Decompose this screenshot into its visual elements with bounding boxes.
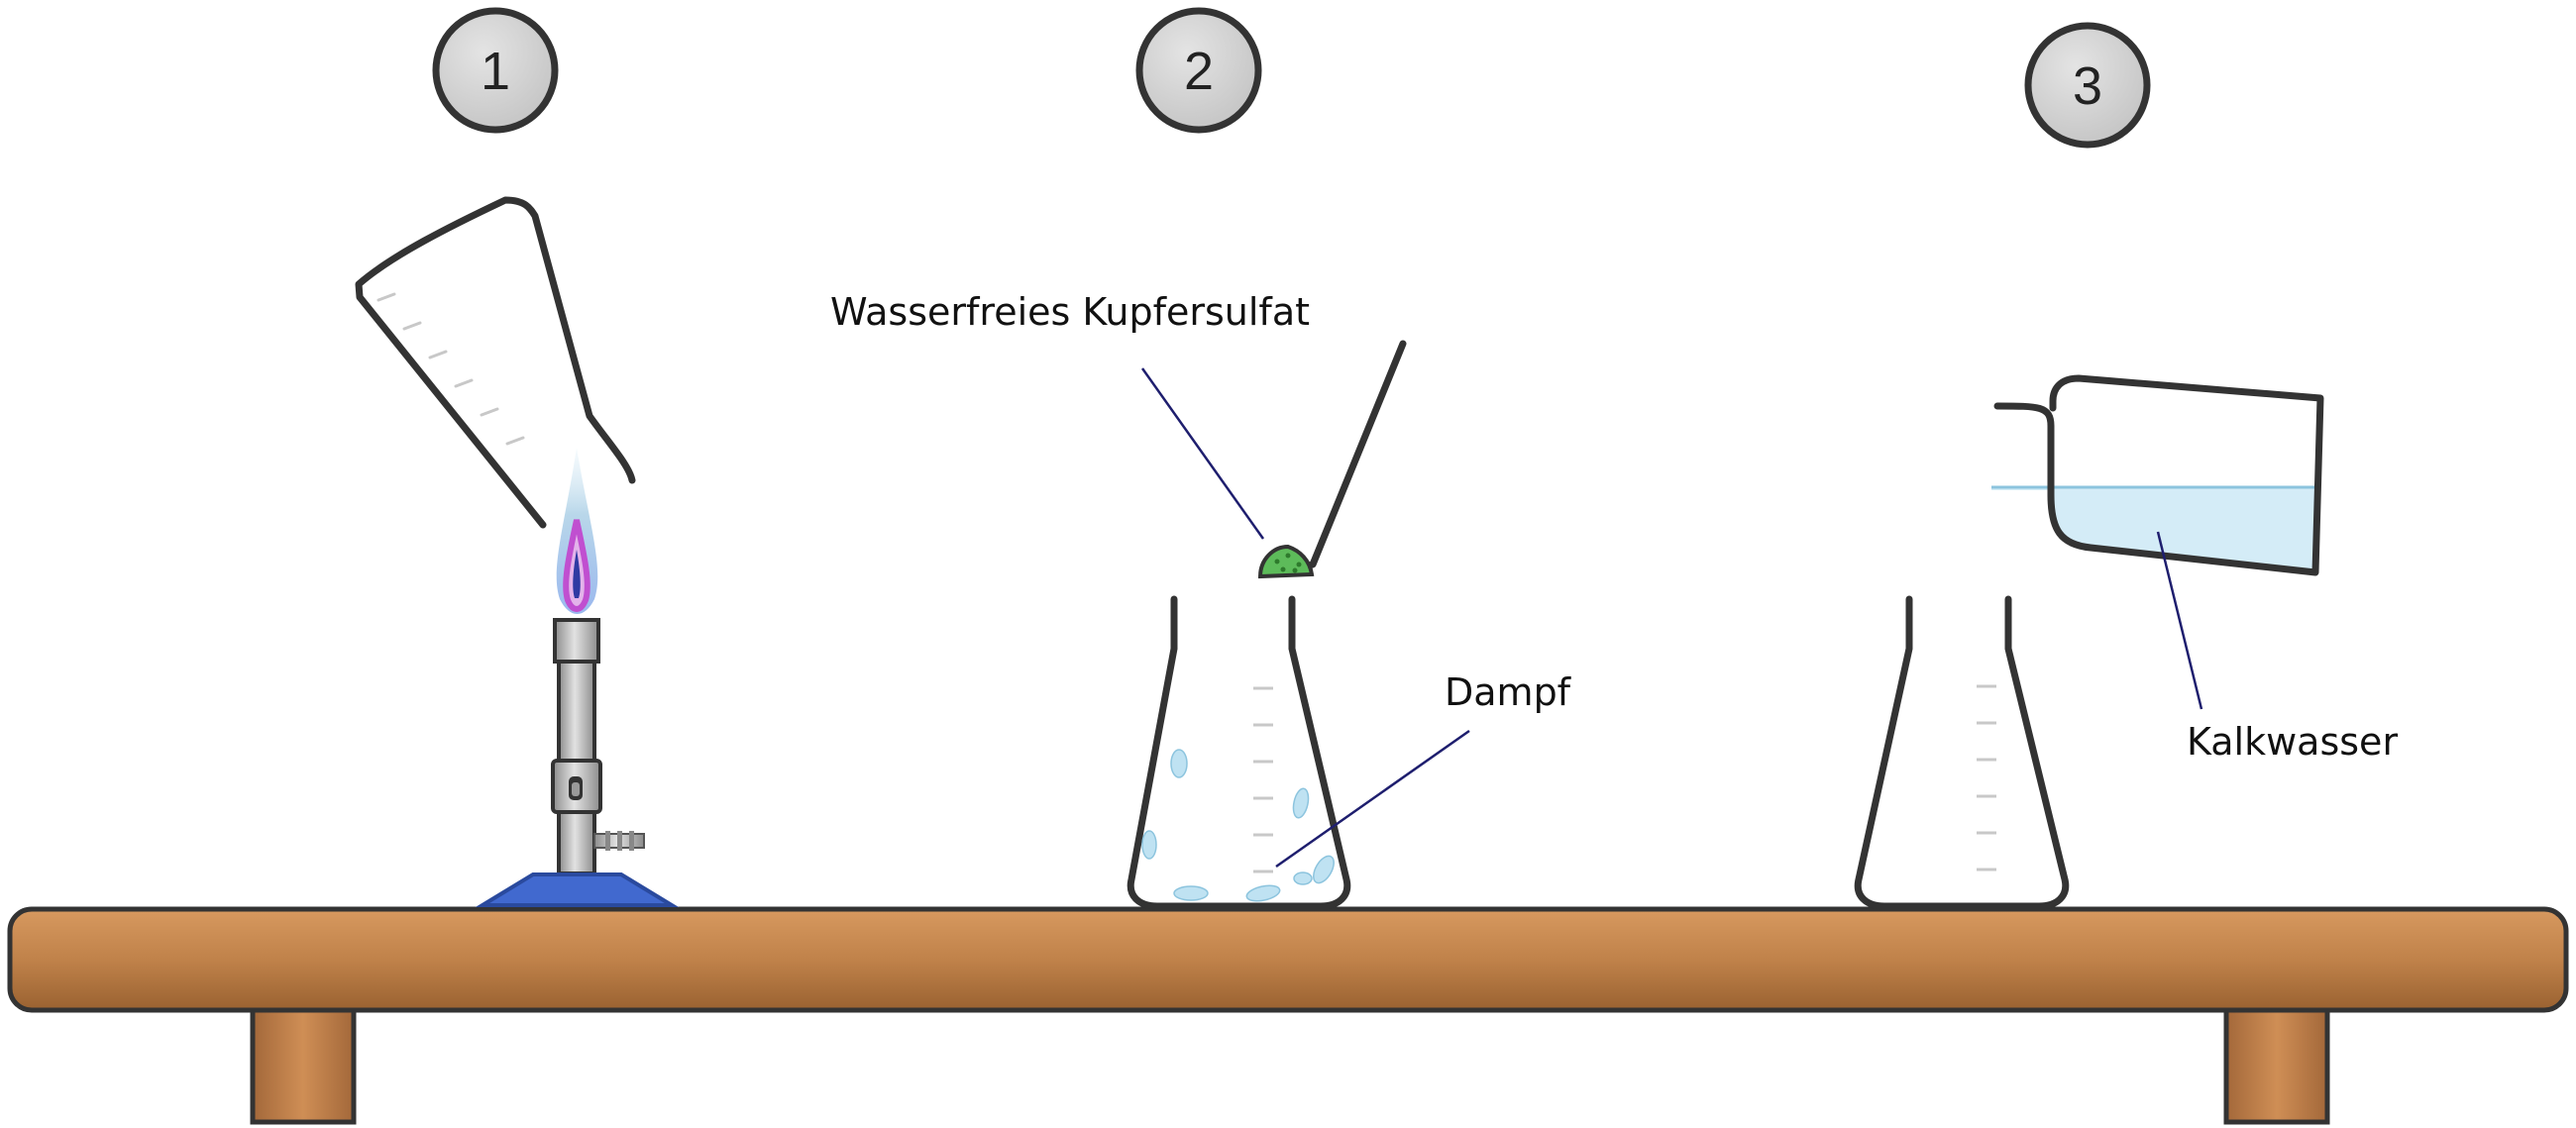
gas-nozzle: [593, 831, 645, 851]
leader-lines: [1140, 367, 2203, 869]
table-leg-right: [2223, 1005, 2330, 1125]
beaker-scale-marks: [376, 292, 525, 446]
label-copper-sulfate: Wasserfreies Kupfersulfat: [830, 290, 1310, 334]
lab-table: [7, 906, 2569, 1125]
step-badge-2: 2: [1135, 7, 1262, 134]
step-number-2: 2: [1184, 42, 1214, 101]
step-number-3: 3: [2073, 56, 2102, 116]
burner-lower-tube: [557, 810, 596, 875]
table-leg-left: [250, 1005, 357, 1125]
limewater-liquid: [1991, 487, 2318, 571]
copper-sulfate-sample: [1257, 544, 1315, 579]
table-top: [7, 906, 2569, 1013]
burner-tube: [557, 660, 596, 763]
label-steam: Dampf: [1445, 670, 1572, 714]
label-limewater: Kalkwasser: [2187, 720, 2398, 764]
bunsen-burner: [475, 448, 680, 907]
burner-base: [475, 872, 680, 907]
tilted-beaker: [355, 196, 636, 529]
condensation-droplets: [1141, 749, 1335, 902]
limewater-beaker: [1991, 374, 2324, 576]
leader-copper-sulfate: [1140, 367, 1265, 540]
erlenmeyer-flask-3: [1854, 595, 2070, 910]
leader-limewater: [2156, 531, 2203, 710]
flask-3-scale: [1977, 684, 1996, 872]
erlenmeyer-flask-2: [1127, 595, 1351, 910]
burner-collar: [553, 618, 600, 664]
leader-steam: [1275, 729, 1470, 869]
step-number-1: 1: [481, 42, 510, 101]
delivery-tube: [1267, 340, 1407, 578]
step-badge-1: 1: [432, 7, 559, 134]
flask-2-scale: [1253, 686, 1273, 873]
copper-sulfate-dots: [1274, 553, 1302, 573]
step-badge-3: 3: [2024, 22, 2151, 149]
